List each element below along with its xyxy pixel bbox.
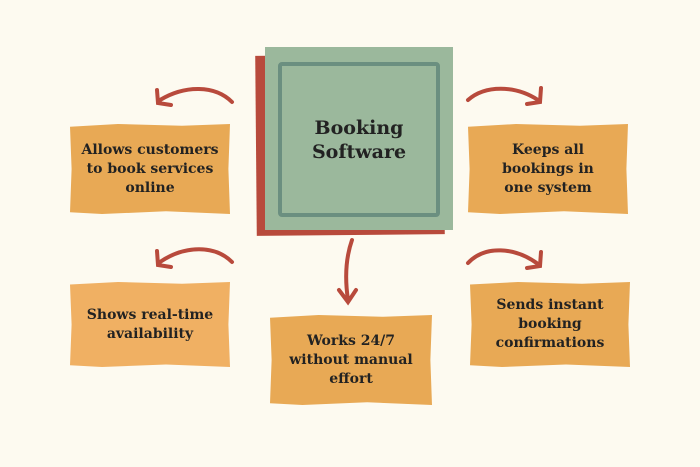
arrowhead <box>337 288 358 306</box>
feature-box-availability: Shows real-time availability <box>70 282 230 367</box>
arrow-mid-left <box>158 247 234 264</box>
feature-label: Sends instant booking confirmations <box>495 297 605 351</box>
feature-label: Allows customers to book services online <box>81 141 219 196</box>
feature-box-confirmations: Sends instant booking confirmations <box>470 282 630 367</box>
arrowhead <box>525 250 543 270</box>
arrow-top-right <box>466 86 540 102</box>
center-title: Booking Software <box>311 116 407 163</box>
arrow-down <box>344 238 354 302</box>
feature-box-one-system: Keeps all bookings in one system <box>468 124 628 214</box>
feature-label: Keeps all bookings in one system <box>502 141 594 196</box>
arrow-top-left <box>158 87 234 104</box>
center-node: Booking Software <box>265 47 453 230</box>
arrowhead <box>525 86 543 106</box>
arrowhead <box>155 88 173 107</box>
feature-box-24-7: Works 24/7 without manual effort <box>270 315 432 405</box>
feature-label: Works 24/7 without manual effort <box>289 332 413 387</box>
feature-label: Shows real-time availability <box>86 306 214 342</box>
arrowhead <box>155 249 173 269</box>
arrow-mid-right <box>466 248 540 266</box>
feature-box-book-online: Allows customers to book services online <box>70 124 230 214</box>
